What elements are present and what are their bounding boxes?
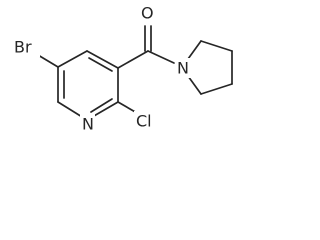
atom-ring-nitrogen: N [80,113,95,134]
chemical-structure: Br N Cl O N [12,3,233,134]
atom-label-o: O [141,4,154,23]
atom-label-ring-n: N [82,115,94,134]
atom-chlorine: Cl [134,111,158,131]
bond-c5-c4 [57,50,88,68]
atom-label-cl: Cl [136,112,152,131]
atom-label-br: Br [14,38,32,57]
atom-bromine: Br [12,37,40,57]
bond-c3-carbonyl [117,50,149,69]
bond-n-ca [187,40,202,60]
bond-cc-cd [200,83,233,95]
bond-c2-cl [117,101,138,114]
pyridine-ring [57,50,119,121]
bond-cd-n [187,75,202,95]
atom-amide-nitrogen: N [175,58,192,78]
bond-c5-br [37,54,59,68]
bond-carbonyl-n [147,50,175,64]
double-bond-c4-c3 [88,57,113,72]
atom-label-amide-n: N [177,59,189,78]
atom-carbonyl-oxygen: O [139,3,157,23]
bond-c4-c3 [86,50,119,69]
double-bond-c2-n1 [90,98,113,113]
bond-ca-cb [200,40,233,52]
pyrrolidine-ring [187,40,233,95]
